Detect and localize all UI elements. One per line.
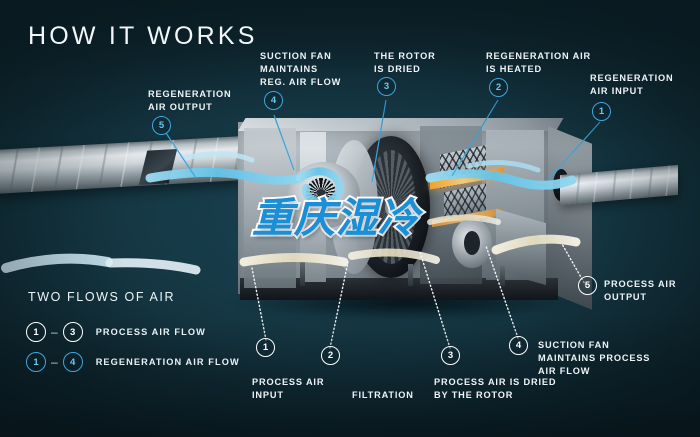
callout-marker-filtration[interactable]: 2 — [321, 346, 340, 365]
callout-label-process-air-input: PROCESS AIR INPUT — [252, 377, 325, 400]
legend-dot-from: 1 — [26, 322, 46, 342]
callout-label-suction-fan-process: SUCTION FAN MAINTAINS PROCESS AIR FLOW — [538, 340, 651, 376]
callout-marker-process-air-input[interactable]: 1 — [256, 338, 275, 357]
callout-label-process-air-output: PROCESS AIR OUTPUT — [604, 279, 677, 302]
callout-label-process-air-dried: PROCESS AIR IS DRIED BY THE ROTOR — [434, 377, 557, 400]
legend-dash: – — [51, 355, 58, 369]
callout-label-suction-fan-reg: SUCTION FAN MAINTAINS REG. AIR FLOW — [260, 51, 342, 87]
callout-marker-regeneration-air-output[interactable]: 5 — [152, 116, 171, 135]
callout-label-rotor-is-dried: THE ROTOR IS DRIED — [374, 51, 436, 74]
legend-dot-to: 3 — [62, 322, 83, 342]
callout-marker-regeneration-air-input[interactable]: 1 — [592, 102, 611, 121]
watermark-text-outline: 重庆湿冷 — [250, 194, 421, 242]
watermark-text: 重庆湿冷 — [252, 194, 420, 242]
page-title-lead: HOW — [28, 22, 99, 50]
legend-row-process-air-flow: 1 – 3 PROCESS AIR FLOW — [26, 322, 206, 342]
callout-marker-suction-fan-reg[interactable]: 4 — [264, 91, 283, 110]
callout-marker-suction-fan-process[interactable]: 4 — [509, 336, 528, 355]
legend-label-regeneration-air-flow: REGENERATION AIR FLOW — [95, 357, 240, 367]
callout-label-regeneration-air-heated: REGENERATION AIR IS HEATED — [486, 51, 591, 74]
legend-label-process-air-flow: PROCESS AIR FLOW — [95, 327, 206, 337]
callout-marker-rotor-is-dried[interactable]: 3 — [377, 77, 396, 96]
page-title-rest: IT WORKS — [98, 22, 258, 50]
legend-row-regeneration-air-flow: 1 – 4 REGENERATION AIR FLOW — [26, 352, 240, 372]
callout-label-regeneration-air-input: REGENERATION AIR INPUT — [590, 73, 674, 96]
callout-label-filtration: FILTRATION — [352, 390, 414, 400]
legend-dot-from: 1 — [26, 352, 46, 372]
callout-marker-regeneration-air-heated[interactable]: 2 — [489, 78, 508, 97]
legend-dash: – — [51, 325, 58, 339]
callout-marker-process-air-output[interactable]: 5 — [578, 276, 597, 295]
legend-heading: TWO FLOWS OF AIR — [28, 290, 176, 304]
legend-dot-to: 4 — [62, 352, 83, 372]
callout-marker-process-air-dried[interactable]: 3 — [441, 346, 460, 365]
page-title: HOW IT WORKS — [28, 22, 258, 51]
callout-label-regeneration-air-output: REGENERATION AIR OUTPUT — [148, 89, 232, 112]
